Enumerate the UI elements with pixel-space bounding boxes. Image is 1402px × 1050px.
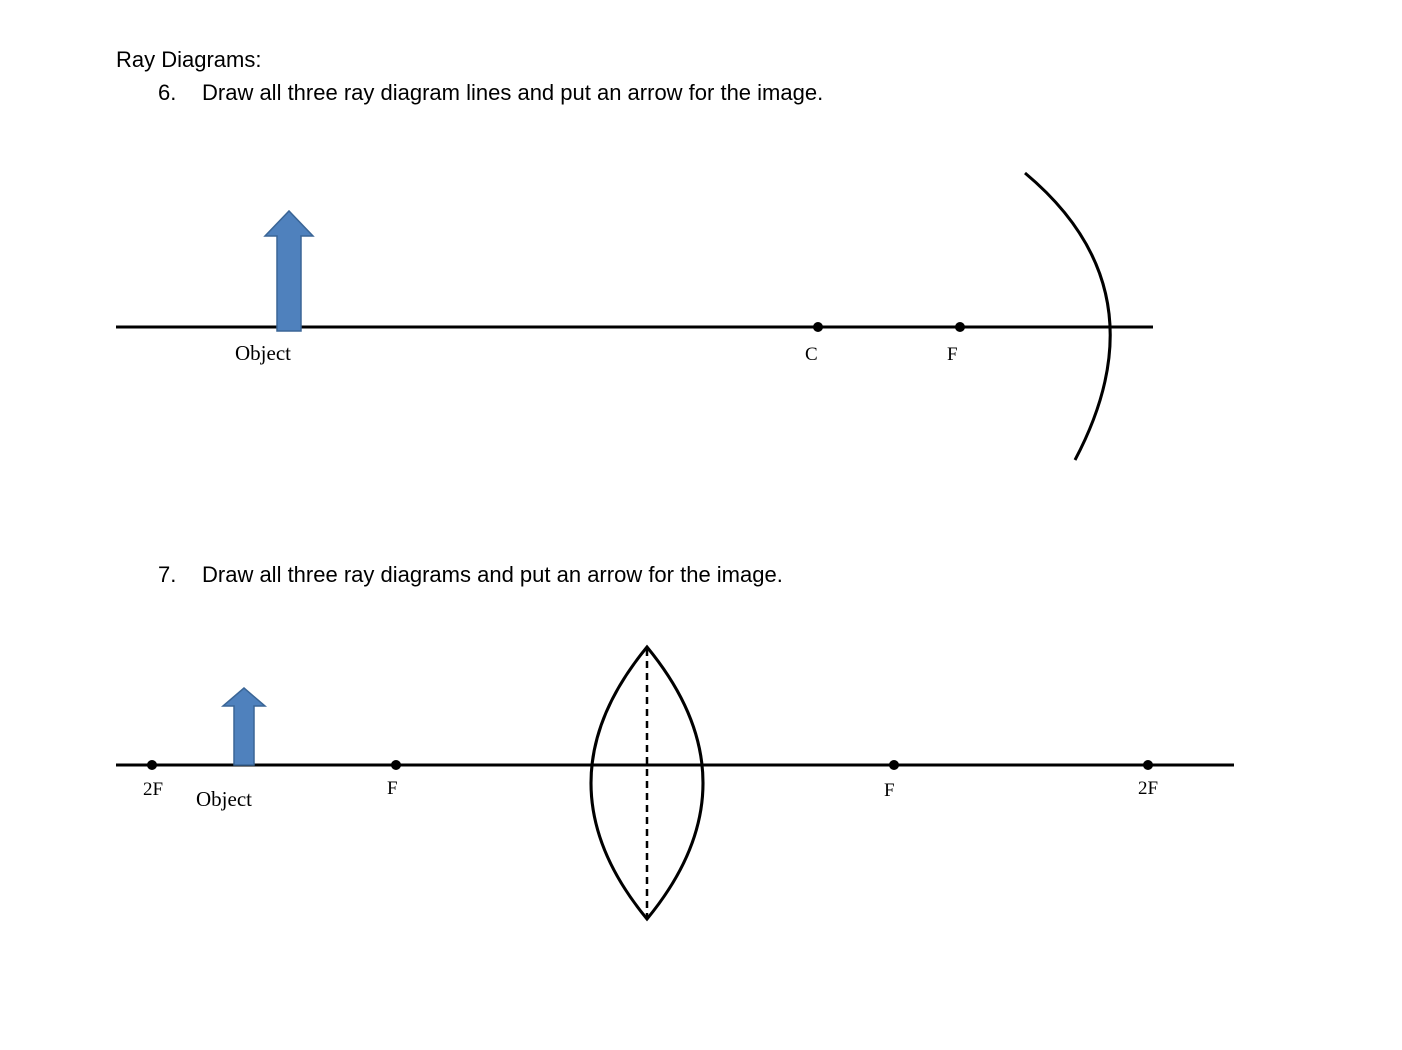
object-arrow-2 xyxy=(220,687,268,766)
point-2f-right-label: 2F xyxy=(1138,778,1158,799)
point-2f-left-dot xyxy=(147,760,157,770)
page-heading: Ray Diagrams: xyxy=(116,47,262,72)
concave-mirror xyxy=(1024,171,1112,461)
question-7-text: Draw all three ray diagrams and put an a… xyxy=(202,562,783,587)
question-6-number: 6. xyxy=(158,80,177,105)
point-c-dot xyxy=(813,322,823,332)
lens-diagram: 2F Object F F 2F xyxy=(116,644,1234,922)
object-arrow-1 xyxy=(263,209,315,332)
point-f-dot xyxy=(955,322,965,332)
convex-lens xyxy=(589,644,705,922)
point-f-right-dot xyxy=(889,760,899,770)
point-f-right-label: F xyxy=(884,780,895,801)
question-6-text: Draw all three ray diagram lines and put… xyxy=(202,80,824,105)
object-label-1: Object xyxy=(235,341,291,365)
point-c-label: C xyxy=(805,344,818,365)
mirror-diagram: Object C F xyxy=(116,171,1153,461)
point-f-left-label: F xyxy=(387,778,398,799)
question-7-number: 7. xyxy=(158,562,177,587)
point-f-label: F xyxy=(947,344,958,365)
point-2f-right-dot xyxy=(1143,760,1153,770)
object-label-2: Object xyxy=(196,787,252,811)
point-f-left-dot xyxy=(391,760,401,770)
point-2f-left-label: 2F xyxy=(143,779,163,800)
